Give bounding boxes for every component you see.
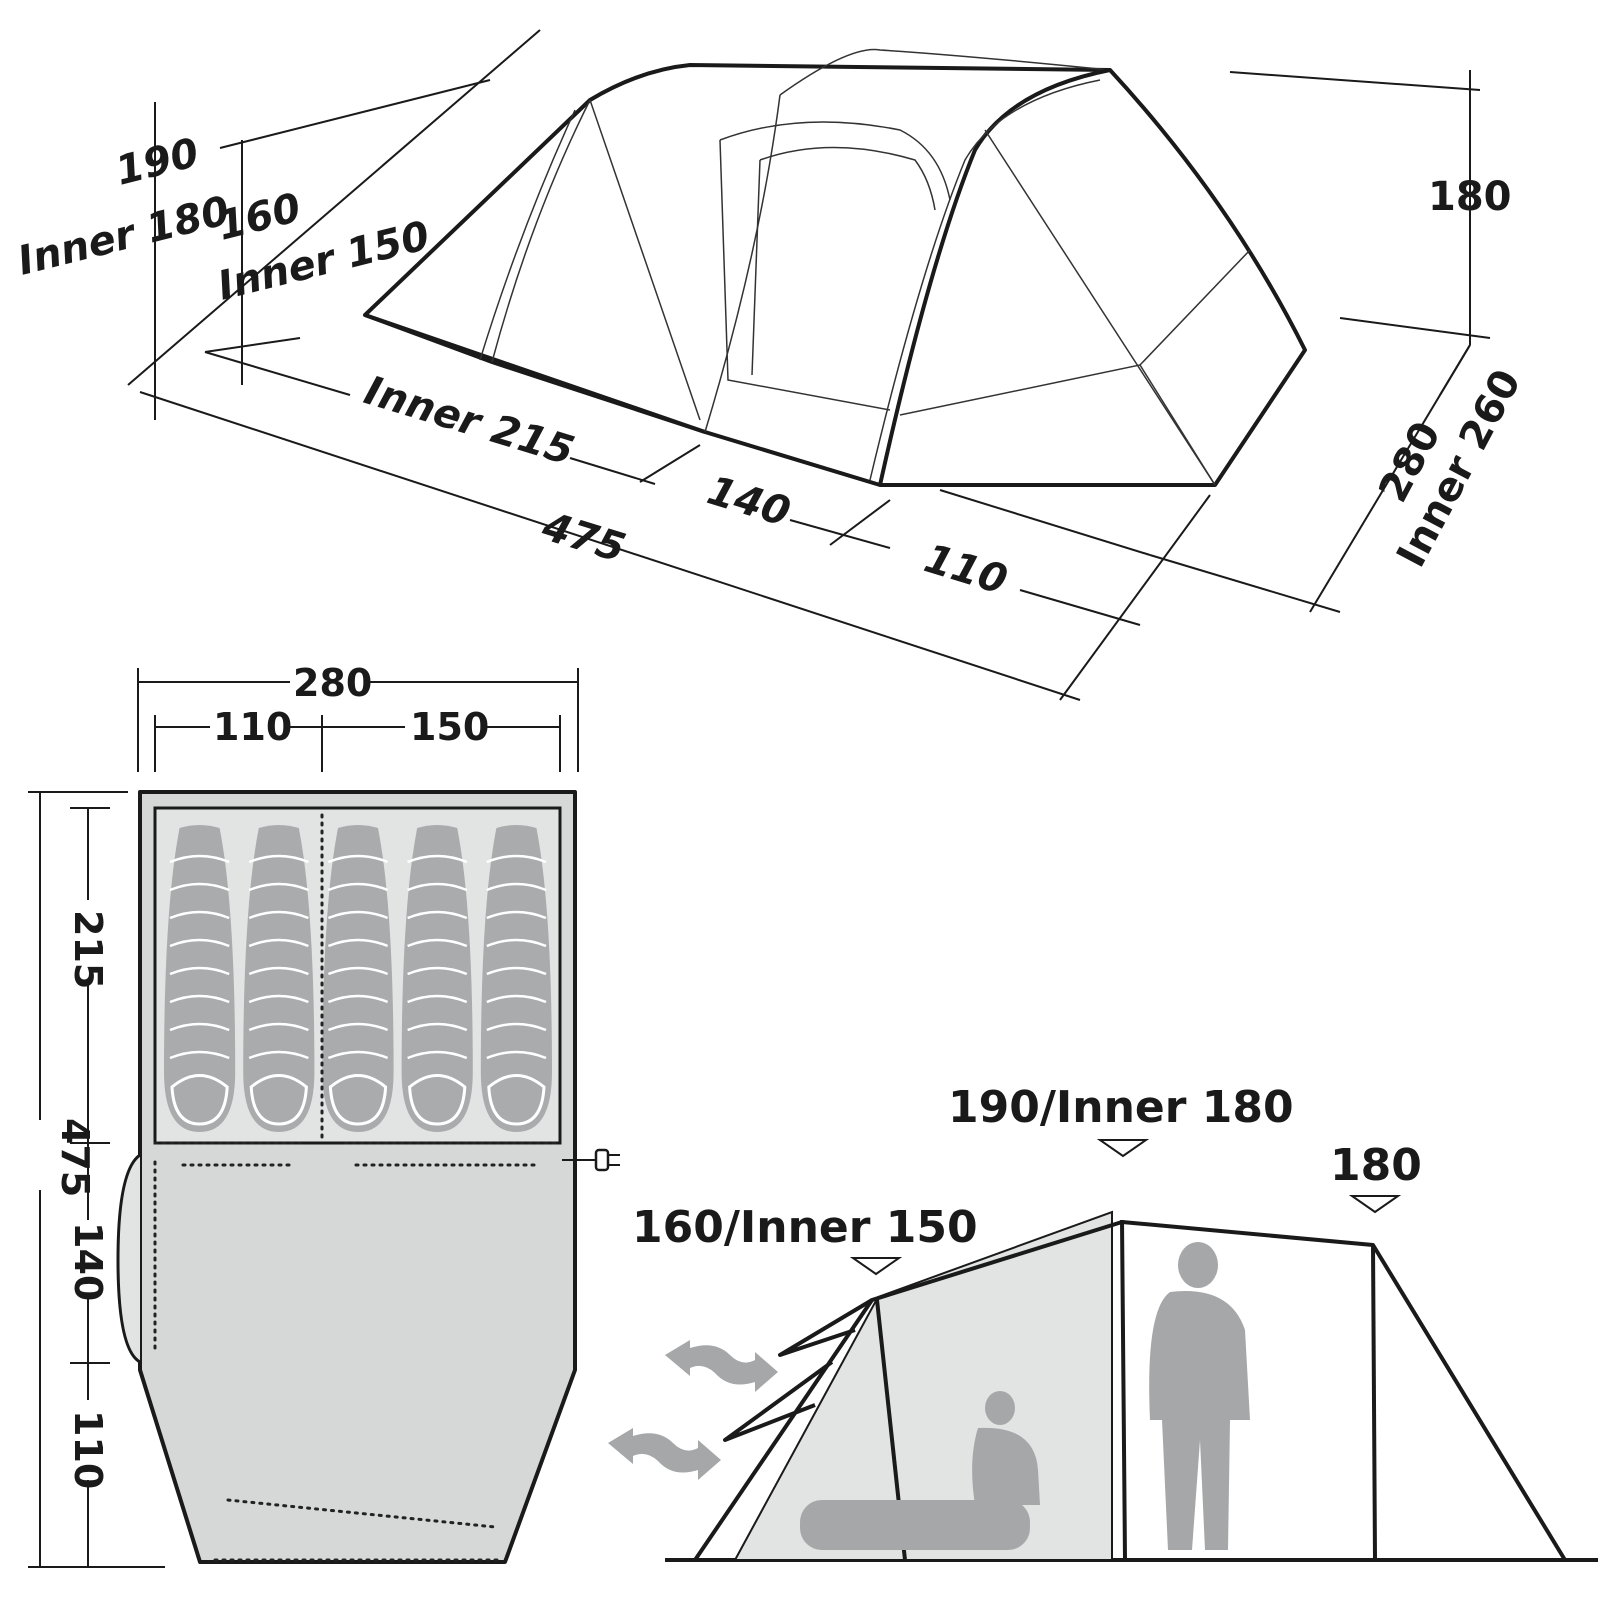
- iso-tent-outline: [363, 48, 1307, 487]
- side-view: 190/Inner 180 160/Inner 150 180: [608, 1082, 1598, 1562]
- sleeping-bag-stripe: [486, 1022, 547, 1032]
- sleeping-bag-stripe: [248, 938, 309, 948]
- sleeping-bag-stripe: [169, 966, 230, 976]
- sleeping-bag-stripe: [248, 1050, 309, 1060]
- sleeping-bag-stripe: [407, 882, 468, 892]
- floor-left-dimensions: [28, 791, 165, 1568]
- sleeping-bag-stripe: [169, 1022, 230, 1032]
- iso-length-inner-bedroom: Inner 215: [359, 368, 579, 475]
- power-plug-icon: [562, 1148, 620, 1172]
- sleeping-bag-stripe: [248, 1022, 309, 1032]
- sleeping-bag-stripe: [486, 994, 547, 1004]
- sleeping-bag-stripe: [407, 1022, 468, 1032]
- sleeping-bag-stripe: [407, 938, 468, 948]
- floor-width-total: 280: [293, 661, 372, 705]
- floor-plan: 280 110 150 475 215 140 110: [28, 661, 620, 1568]
- sleeping-bag-stripe: [248, 882, 309, 892]
- sleeping-bag-stripe: [248, 994, 309, 1004]
- sleeping-bag-hood: [487, 1074, 546, 1126]
- airflow-arrow-icon: [665, 1340, 778, 1392]
- isometric-view: 190 Inner 180 160 Inner 150 180 Inner 21…: [13, 29, 1530, 701]
- side-pole-rear: [1371, 1244, 1377, 1561]
- sleeping-bag-stripe: [486, 910, 547, 920]
- marker-peak-triangle: [1096, 1139, 1150, 1158]
- iso-length-living: 140: [702, 468, 795, 536]
- sleeping-bag-stripe: [248, 854, 309, 864]
- sleeping-bag-stripe: [169, 938, 230, 948]
- sleeping-bag-stripe: [486, 966, 547, 976]
- iso-height-right: 180: [1428, 174, 1512, 220]
- sleeping-bag-stripe: [407, 994, 468, 1004]
- sleeping-bag-stripe: [486, 938, 547, 948]
- marker-rear-triangle: [1348, 1195, 1402, 1214]
- sleeping-bag-stripe: [327, 882, 389, 892]
- sleeping-bags: [164, 825, 552, 1132]
- side-peak-label: 190/Inner 180: [948, 1082, 1294, 1133]
- sleeping-bag-stripe: [169, 910, 230, 920]
- sitting-person-figure: [800, 1391, 1040, 1550]
- floor-length-living: 140: [66, 1222, 110, 1301]
- floor-length-bedroom: 215: [66, 910, 110, 989]
- floor-length-porch: 110: [66, 1410, 110, 1489]
- sleeping-bag-stripe: [248, 910, 309, 920]
- sleeping-bag-stripe: [169, 1050, 230, 1060]
- sleeping-bag-stripe: [486, 1050, 547, 1060]
- sleeping-bag-hood: [170, 1074, 229, 1126]
- sleeping-bag-stripe: [327, 938, 389, 948]
- floor-top-dimensions: [137, 668, 579, 772]
- sleeping-bag-stripe: [169, 994, 230, 1004]
- sleeping-bag-stripe: [407, 966, 468, 976]
- floor-side-door: [116, 1153, 141, 1364]
- iso-height-mid-outer: 160: [213, 185, 305, 250]
- iso-height-left-outer: 190: [111, 130, 203, 195]
- sleeping-bag-stripe: [486, 854, 547, 864]
- sleeping-bag-stripe: [407, 910, 468, 920]
- sleeping-bag-hood: [249, 1074, 308, 1126]
- side-pole-mid: [1120, 1219, 1127, 1561]
- iso-dimension-lines: [127, 29, 1491, 701]
- sleeping-bag-stripe: [327, 966, 389, 976]
- sleeping-bag-stripe: [169, 854, 230, 864]
- sleeping-bag-stripe: [486, 882, 547, 892]
- floor-length-total: 475: [53, 1118, 97, 1197]
- standing-person-figure: [1149, 1242, 1250, 1550]
- awning-flap-upper: [778, 1298, 874, 1357]
- airflow-arrow-icon: [608, 1428, 721, 1480]
- sleeping-bag-stripe: [248, 966, 309, 976]
- sleeping-bag-stripe: [169, 882, 230, 892]
- iso-height-left-inner: Inner 180: [13, 188, 234, 285]
- sleeping-bag-stripe: [327, 994, 389, 1004]
- sleeping-bag-hood: [328, 1074, 388, 1126]
- floor-width-left: 110: [213, 705, 292, 749]
- iso-length-porch: 110: [919, 536, 1012, 604]
- iso-length-total: 475: [536, 503, 630, 572]
- sleeping-bag-stripe: [327, 1050, 389, 1060]
- side-front-label: 160/Inner 150: [632, 1202, 978, 1253]
- marker-front-triangle: [849, 1257, 903, 1276]
- floor-width-right: 150: [410, 705, 489, 749]
- floor-dotted-line: [226, 1498, 497, 1529]
- side-rear-label: 180: [1330, 1140, 1422, 1191]
- sleeping-bag-stripe: [327, 910, 389, 920]
- awning-flap-lower: [723, 1360, 834, 1442]
- sleeping-bag-hood: [408, 1074, 467, 1126]
- sleeping-bag-stripe: [327, 854, 389, 864]
- sleeping-bag-stripe: [407, 854, 468, 864]
- sleeping-bag-stripe: [327, 1022, 389, 1032]
- sleeping-bag-stripe: [407, 1050, 468, 1060]
